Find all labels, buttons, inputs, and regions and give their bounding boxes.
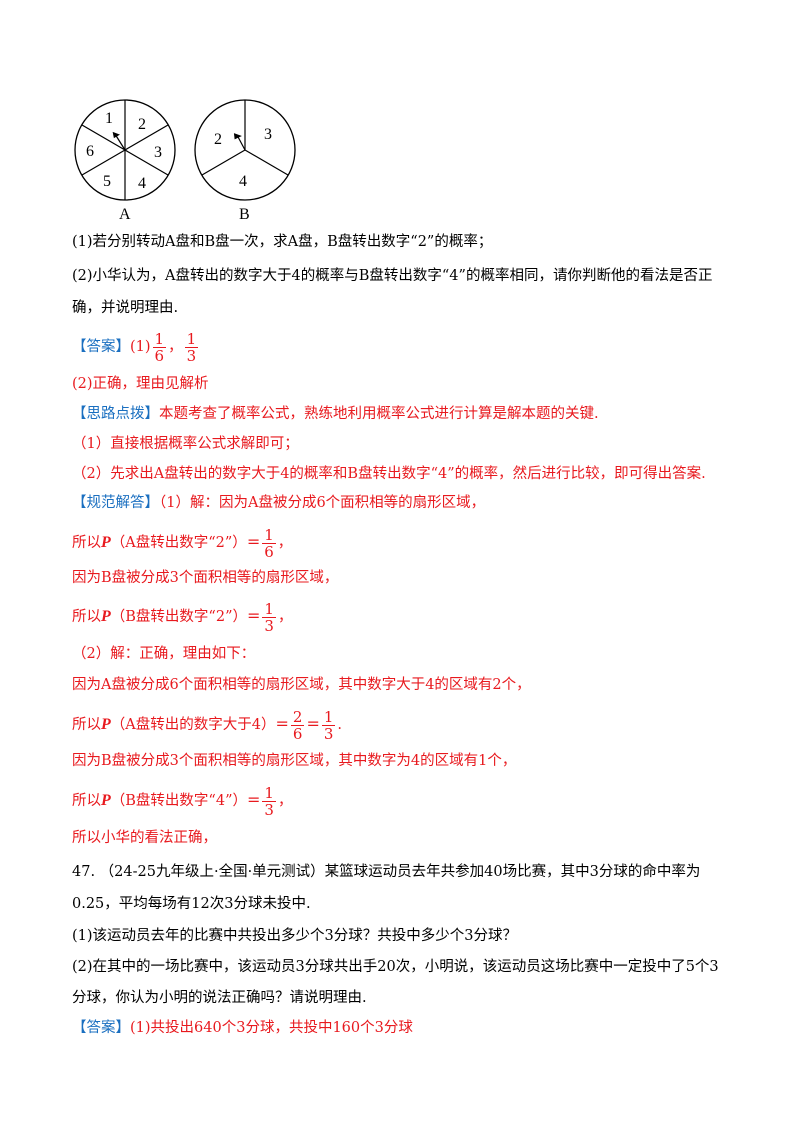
hint-1: （1）直接根据概率公式求解即可； (72, 436, 299, 452)
solution-line-2: 因为B盘被分成3个面积相等的扇形区域， (72, 570, 339, 586)
sector-b-2: 2 (214, 131, 222, 148)
question-47-part-2-line-1: (2)在其中的一场比赛中，该运动员3分球共出手20次，小明说，该运动员这场比赛中… (72, 959, 719, 975)
spinner-a-label: A (119, 206, 131, 223)
answer-tag: 【答案】 (72, 1020, 130, 1036)
spinner-b-label: B (239, 206, 250, 223)
sector-a-3: 3 (154, 144, 162, 161)
question-47-part-2-line-2: 分球，你认为小明的说法正确吗？请说明理由. (72, 990, 367, 1006)
question-47-answer: 【答案】(1)共投出640个3分球，共投中160个3分球 (72, 1020, 413, 1036)
sector-a-6: 6 (86, 143, 94, 160)
hint-text: 本题考查了概率公式，熟练地利用概率公式进行计算是解本题的关键. (159, 406, 599, 422)
question-part-1: (1)若分别转动A盘和B盘一次，求A盘，B盘转出数字“2”的概率； (72, 234, 493, 250)
question-part-2-line-2: 确，并说明理由. (72, 300, 179, 316)
hint-2: （2）先求出A盘转出的数字大于4的概率和B盘转出数字“4”的概率，然后进行比较，… (72, 466, 706, 482)
answer-prefix: (1) (130, 339, 151, 355)
pointer-arrow-icon (114, 133, 126, 151)
hint-tag: 【思路点拨】 (72, 406, 159, 422)
solution-line-3: （2）解：正确，理由如下： (72, 646, 256, 662)
solution-line-5: 因为B盘被分成3个面积相等的扇形区域，其中数字为4的区域有1个， (72, 753, 517, 769)
question-47-part-1: (1)该运动员去年的比赛中共投出多少个3分球？共投中多少个3分球？ (72, 928, 517, 944)
question-47-line-2: 0.25，平均每场有12次3分球未投中. (72, 896, 311, 912)
sector-a-4: 4 (138, 175, 146, 192)
spinner-b: 2 3 4 B (194, 99, 296, 223)
hint-line: 【思路点拨】本题考查了概率公式，熟练地利用概率公式进行计算是解本题的关键. (72, 404, 599, 424)
answer-part-2: (2)正确，理由见解析 (72, 376, 209, 392)
spinner-diagram: 1 2 3 4 5 6 A 2 3 4 B (74, 99, 296, 223)
solution-line-1: 【规范解答】（1）解：因为A盘被分成6个面积相等的扇形区域， (72, 495, 486, 511)
question-part-2-line-1: (2)小华认为，A盘转出的数字大于4的概率与B盘转出数字“4”的概率相同，请你判… (72, 268, 713, 284)
sector-b-3: 3 (264, 126, 272, 143)
spinner-figure: 1 2 3 4 5 6 A 2 3 4 B (72, 94, 312, 226)
sector-a-5: 5 (103, 173, 111, 190)
solution-tag: 【规范解答】 (72, 495, 159, 511)
question-47-line-1: 47. （24-25九年级上·全国·单元测试）某篮球运动员去年共参加40场比赛，… (72, 864, 701, 880)
sector-a-1: 1 (105, 110, 113, 127)
spinner-a: 1 2 3 4 5 6 A (74, 99, 176, 223)
solution-line-4: 因为A盘被分成6个面积相等的扇形区域，其中数字大于4的区域有2个， (72, 677, 531, 693)
sector-a-2: 2 (138, 116, 146, 133)
answer-tag: 【答案】 (72, 339, 130, 355)
sector-b-4: 4 (239, 173, 247, 190)
solution-conclusion: 所以小华的看法正确， (72, 830, 217, 846)
